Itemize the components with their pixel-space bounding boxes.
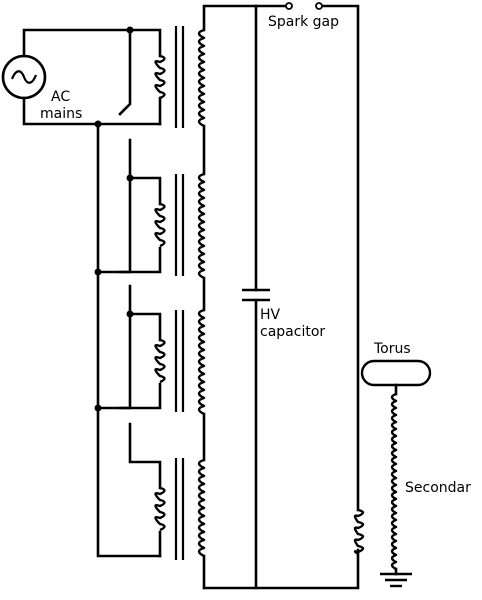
hv-capacitor-label-line1: HV xyxy=(260,307,281,323)
ac-source-bottom-wire xyxy=(22,96,162,126)
spark-gap xyxy=(285,2,323,10)
hv-top-rail-right xyxy=(317,4,360,512)
primary-bus-wire xyxy=(96,122,162,558)
ac-source-top-wire xyxy=(22,28,132,58)
hv-top-rail xyxy=(202,4,291,32)
ac-mains-source xyxy=(1,54,47,100)
spark-gap-label: Spark gap xyxy=(268,14,339,30)
transformer-2 xyxy=(96,138,206,280)
junction-dot xyxy=(94,120,102,128)
hv-bottom-rail xyxy=(202,548,360,590)
sine-wave-icon xyxy=(10,70,38,84)
secondary-coil xyxy=(390,392,398,571)
junction-dot xyxy=(94,268,102,276)
tesla-primary-coil xyxy=(353,508,365,555)
junction-dot xyxy=(126,310,134,318)
ac-mains-label-line2: mains xyxy=(40,106,82,122)
junction-dot xyxy=(126,174,134,182)
junction-dot xyxy=(94,404,102,412)
torus-shape xyxy=(360,359,432,387)
hv-capacitor xyxy=(242,4,270,590)
transformer-4 xyxy=(128,422,206,560)
torus-label: Torus xyxy=(373,341,411,357)
ground-icon xyxy=(380,572,412,588)
junction-dot xyxy=(126,26,134,34)
secondary-label: Secondar xyxy=(405,480,471,496)
hv-capacitor-label-line2: capacitor xyxy=(260,324,325,340)
ac-mains-label-line1: AC xyxy=(51,89,70,105)
transformer-3 xyxy=(96,284,206,416)
transformer-1 xyxy=(118,26,206,128)
